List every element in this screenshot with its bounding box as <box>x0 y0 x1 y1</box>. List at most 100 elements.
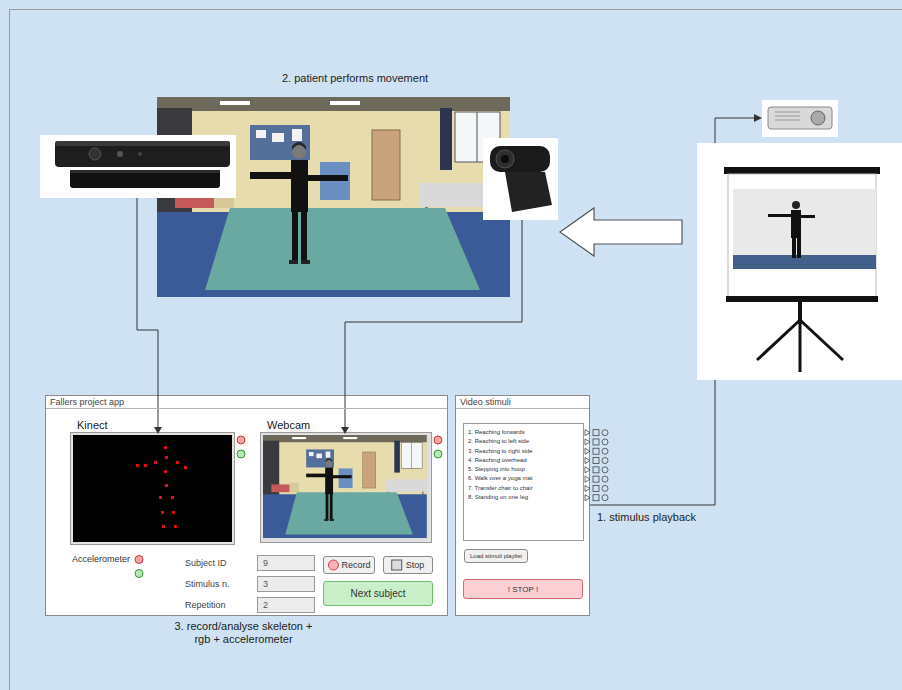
app-window: Fallers project appAccelerometerKinectWe… <box>45 395 448 616</box>
skeleton-dots <box>174 525 177 528</box>
field-label: Stimulus n. <box>185 579 257 589</box>
stop-all-button: ! STOP ! <box>463 579 583 599</box>
outer-frame <box>10 10 902 690</box>
skeleton-dots <box>144 464 147 467</box>
projection-screen <box>728 174 876 298</box>
repeat-icon <box>602 448 608 454</box>
stimuli-window: Video stimuli1. Reaching forwards2. Reac… <box>455 395 590 616</box>
repeat-icon <box>602 485 608 491</box>
play-icon <box>585 430 590 436</box>
projection-screen <box>800 320 843 360</box>
projector <box>811 111 825 125</box>
play-icon <box>585 448 590 454</box>
status-light <box>135 556 143 564</box>
stimuli-list: 1. Reaching forwards2. Reaching to left … <box>463 423 584 541</box>
stimulus-item: 7. Transfer chair to chair <box>464 484 583 493</box>
text-field: 2 <box>257 597 315 613</box>
button-label: ! STOP ! <box>508 585 538 594</box>
webcam-device <box>483 138 558 220</box>
annotation: 3. record/analyse skeleton + rgb + accel… <box>166 620 321 646</box>
repeat-icon <box>602 476 608 482</box>
projection-screen <box>697 143 902 380</box>
stimulus-item: 5. Stepping into hoop <box>464 465 583 474</box>
projection-screen <box>733 189 876 269</box>
skeleton-dots <box>165 456 168 459</box>
stop-button: Stop <box>383 556 433 574</box>
button-label: Next subject <box>350 588 405 599</box>
projector <box>768 107 832 129</box>
play-icon <box>585 476 590 482</box>
repeat-icon <box>602 495 608 501</box>
skeleton-dots <box>164 470 167 473</box>
skeleton-dots <box>164 446 167 449</box>
stimulus-item: 3. Reaching to right side <box>464 447 583 456</box>
skeleton-dots <box>184 466 187 469</box>
stimulus-item: 2. Reaching to left side <box>464 437 583 446</box>
room-photo <box>157 97 510 297</box>
edit-icon <box>593 476 599 482</box>
projection-screen <box>792 201 800 209</box>
kinect-sensor <box>89 148 101 160</box>
stimulus-item: 8. Standing on one leg <box>464 493 583 502</box>
projection-screen <box>697 143 902 380</box>
projection-screen <box>768 214 792 217</box>
text-field: 9 <box>257 555 315 571</box>
webcam-wire <box>345 220 522 428</box>
input-field: Subject ID9 <box>185 555 315 571</box>
skeleton-dots <box>176 461 179 464</box>
repeat-icon <box>602 467 608 473</box>
webcam-panel: Webcam <box>261 418 431 542</box>
kinect-sensor <box>70 170 220 173</box>
kinect-sensor <box>55 141 230 146</box>
kinect-sensor <box>117 151 123 157</box>
play-icon <box>585 458 590 464</box>
skeleton-dots <box>159 496 162 499</box>
webcam-device <box>501 155 509 163</box>
skeleton-dots <box>161 511 164 514</box>
field-label: Subject ID <box>185 558 257 568</box>
button-label: Stop <box>406 560 425 570</box>
projector <box>775 120 800 121</box>
skeleton-dots <box>162 525 165 528</box>
projection-screen <box>733 255 876 269</box>
stimulus-item: 6. Walk over a yoga mat <box>464 474 583 483</box>
status-lights <box>237 436 442 458</box>
field-value: 2 <box>258 600 268 610</box>
projection-screen <box>799 320 802 372</box>
webcam-device <box>490 146 550 172</box>
projection-screen <box>726 296 878 302</box>
skeleton-dots <box>171 496 174 499</box>
projector <box>762 100 838 137</box>
projection-screen <box>724 167 880 174</box>
annotation: 2. patient performs movement <box>245 72 465 85</box>
kinect-wire <box>137 198 158 428</box>
projection-screen <box>800 215 815 218</box>
edit-icon <box>593 485 599 491</box>
arrowhead <box>754 114 762 122</box>
kinect-sensor <box>70 170 220 188</box>
field-value: 3 <box>258 579 268 589</box>
video-frame <box>71 433 234 544</box>
edit-icon <box>593 448 599 454</box>
input-field: Stimulus n.3 <box>185 576 315 592</box>
arrowhead <box>154 427 162 434</box>
projection-screen <box>791 210 801 238</box>
kinect-sensor <box>55 141 230 167</box>
repeat-icon <box>602 458 608 464</box>
edit-icon <box>593 439 599 445</box>
stimulus-item: 4. Reaching overhead <box>464 456 583 465</box>
wire-arrowheads <box>154 114 762 434</box>
text-field: 3 <box>257 576 315 592</box>
ui-icons <box>135 430 608 578</box>
projection-screen <box>798 302 802 324</box>
projector-wire <box>590 118 754 505</box>
edit-icon <box>593 430 599 436</box>
skeleton-dots <box>165 484 168 487</box>
edit-icon <box>593 495 599 501</box>
video-frame <box>261 433 431 542</box>
panel-heading: Webcam <box>261 418 431 432</box>
field-label: Repetition <box>185 600 257 610</box>
skeleton-dots <box>136 446 187 528</box>
repeat-icon <box>602 430 608 436</box>
